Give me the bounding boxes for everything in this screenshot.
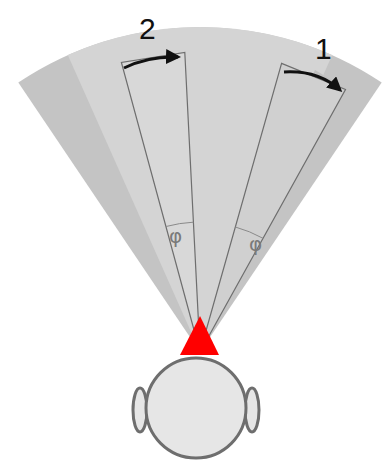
rotation-arrow (284, 72, 340, 90)
callout-number: 2 (139, 14, 156, 44)
nose-marker (180, 316, 219, 355)
callout-number: 1 (315, 34, 332, 64)
angle-symbol: φ (249, 234, 262, 254)
wedge (200, 63, 346, 352)
wedge (121, 52, 200, 352)
head (146, 358, 246, 458)
rotation-arrow (124, 57, 178, 68)
angle-symbol: φ (169, 226, 182, 246)
outer-fan (18, 27, 381, 352)
